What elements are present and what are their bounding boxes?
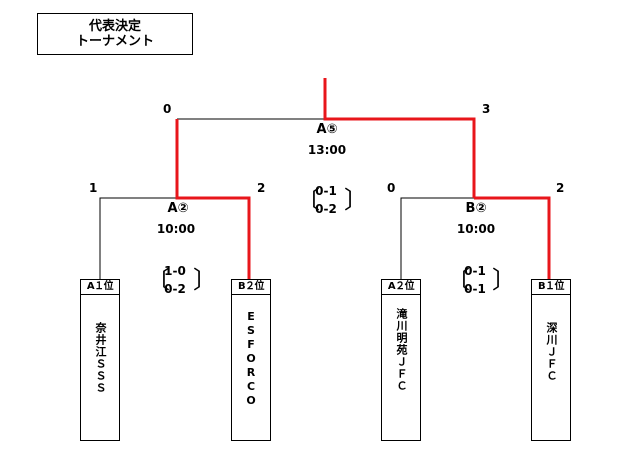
final-right-score: 3 — [482, 102, 491, 116]
semi-left-bracket-open: 〔 — [146, 266, 170, 294]
semi-right-match-time: 10:00 — [456, 222, 496, 236]
semi-right-set-1: 0-1 — [464, 264, 486, 278]
team-name: 滝川明苑ＪＦＣ — [395, 308, 408, 392]
final-match-code: A⑤ — [316, 122, 338, 137]
semi-right-bracket-open: 〔 — [446, 266, 470, 294]
team-box-b1: B１位 深川ＪＦＣ — [531, 279, 571, 441]
semi-left-bracket-close: 〕 — [193, 266, 217, 294]
semi-right-set-2: 0-1 — [464, 282, 486, 296]
final-set-2: 0-2 — [315, 202, 337, 216]
semi-right-bracket-close: 〕 — [492, 266, 516, 294]
final-match-time: 13:00 — [307, 143, 347, 157]
team-seed: B１位 — [532, 280, 570, 295]
semi-right-loser-line — [400, 197, 474, 279]
semi-left-loser-line — [99, 197, 177, 279]
team-box-b2: B２位 ESFORCO — [231, 279, 271, 441]
semi-right-match-code: B② — [465, 201, 487, 216]
semi-right-right-score: 2 — [556, 181, 565, 195]
title-line-1: 代表決定 — [88, 19, 141, 34]
team-box-a1: A１位 奈井江ＳＳＳ — [80, 279, 120, 441]
title-line-2: トーナメント — [75, 34, 154, 49]
tournament-title: 代表決定 トーナメント — [37, 13, 193, 55]
team-seed: A２位 — [382, 280, 420, 295]
semi-left-match-time: 10:00 — [156, 222, 196, 236]
final-left-score: 0 — [163, 102, 172, 116]
semi-left-match-code: A② — [167, 201, 189, 216]
final-bracket-close: 〕 — [344, 186, 368, 214]
team-name: ESFORCO — [244, 310, 258, 408]
semi-left-set-2: 0-2 — [164, 282, 186, 296]
semi-left-left-score: 1 — [89, 181, 98, 195]
final-bracket-open: 〔 — [296, 186, 320, 214]
semi-left-right-score: 2 — [257, 181, 266, 195]
team-box-a2: A２位 滝川明苑ＪＦＣ — [381, 279, 421, 441]
semi-left-winner-line — [175, 119, 251, 279]
team-name: 深川ＪＦＣ — [545, 322, 558, 382]
semi-right-left-score: 0 — [387, 181, 396, 195]
final-set-1: 0-1 — [315, 184, 337, 198]
champion-line — [323, 78, 476, 198]
team-seed: B２位 — [232, 280, 270, 295]
semi-left-set-1: 1-0 — [164, 264, 186, 278]
team-name: 奈井江ＳＳＳ — [94, 322, 107, 394]
team-seed: A１位 — [81, 280, 119, 295]
semi-right-winner-line — [474, 196, 551, 279]
